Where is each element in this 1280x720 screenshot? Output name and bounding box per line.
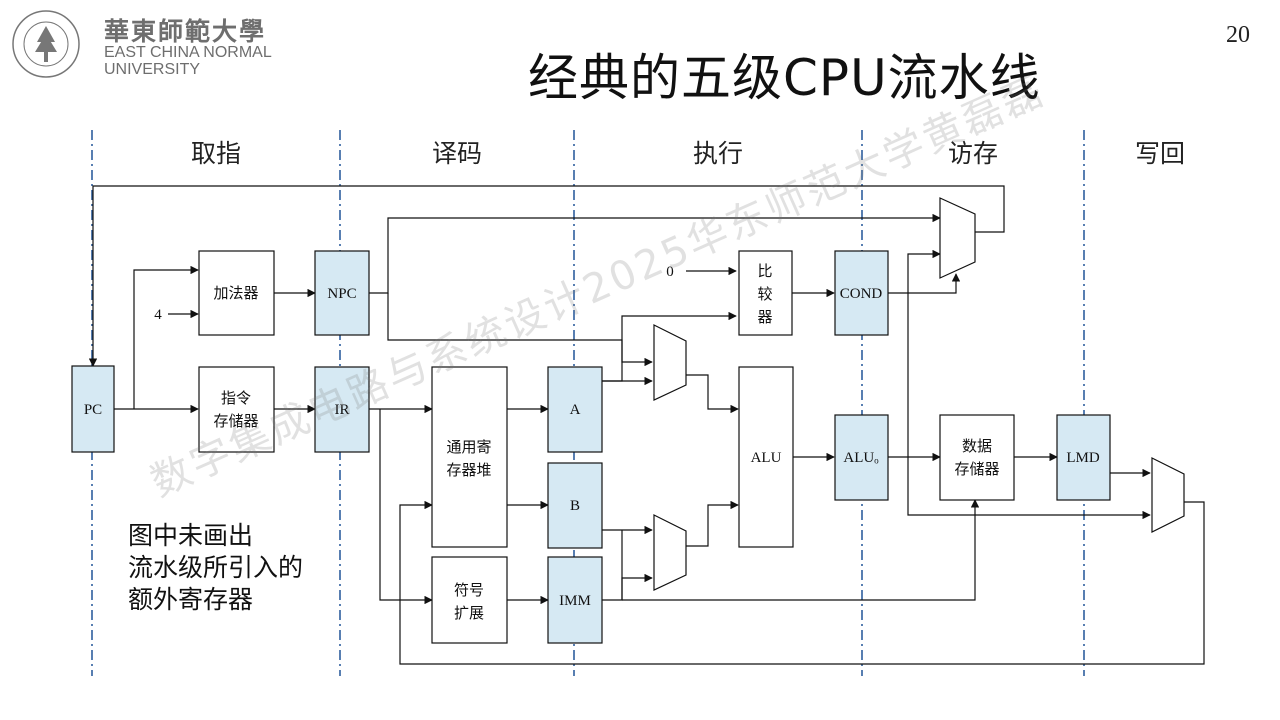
cmp-label-line1: 比 [757, 262, 772, 280]
ir-register [314, 366, 370, 453]
alu-label: ALU [751, 450, 782, 466]
pc-label: PC [84, 402, 102, 418]
note-line: 流水级所引入的 [128, 553, 304, 582]
npc-register [314, 250, 370, 336]
note-line: 额外寄存器 [128, 585, 254, 614]
b-register [547, 462, 603, 549]
lmd-register [1056, 414, 1111, 501]
aluo-label: ALUₒ [843, 450, 879, 466]
university-seal-icon [12, 10, 80, 78]
dmem-label-line1: 数据 [962, 437, 992, 455]
register-file-block [431, 366, 508, 548]
signext-label-line1: 符号 [454, 581, 484, 599]
diagram-note: 图中未画出 流水级所引入的 额外寄存器 [128, 520, 303, 616]
a-label: A [570, 402, 581, 418]
regfile-label-line2: 存器堆 [446, 461, 491, 479]
adder-label: 加法器 [213, 284, 258, 302]
imm-label: IMM [559, 593, 591, 609]
alu-block [738, 366, 794, 548]
alu-input2-mux [653, 514, 687, 591]
cond-label: COND [840, 286, 883, 302]
const-four-label: 4 [154, 307, 162, 323]
instruction-memory-block [198, 366, 275, 453]
sign-extend-block [431, 556, 508, 644]
stage-label-ex: 执行 [693, 139, 743, 168]
slide-title: 经典的五级CPU流水线 [528, 49, 1041, 107]
logo-chinese-name: 華東師範大學 [104, 17, 267, 46]
logo-english-name: EAST CHINA NORMAL UNIVERSITY [104, 44, 272, 78]
stage-label-mem: 访存 [948, 139, 998, 168]
stage-label-if: 取指 [191, 139, 241, 168]
data-memory-block [939, 414, 1015, 501]
const-zero-label: 0 [666, 264, 674, 280]
page-number: 20 [1226, 22, 1250, 48]
alu-input1-mux [653, 324, 687, 401]
a-register [547, 366, 603, 453]
npc-label: NPC [327, 286, 356, 302]
signext-label-line2: 扩展 [454, 604, 484, 622]
imem-label-line1: 指令 [221, 389, 251, 407]
aluo-register [834, 414, 889, 501]
dmem-label-line2: 存储器 [954, 460, 999, 478]
imm-register [547, 556, 603, 644]
stage-label-wb: 写回 [1135, 139, 1185, 168]
comparator-block [738, 250, 793, 336]
adder-block [198, 250, 275, 336]
cmp-label-line3: 器 [757, 308, 772, 326]
imem-label-line2: 存储器 [213, 412, 258, 430]
ir-label: IR [335, 402, 350, 418]
university-logo: 華東師範大學 EAST CHINA NORMAL UNIVERSITY [8, 6, 298, 82]
note-line: 图中未画出 [128, 521, 254, 550]
pc-select-mux [939, 197, 976, 279]
datapath-wires [88, 185, 1205, 665]
writeback-mux [1151, 457, 1185, 533]
pc-register [71, 365, 115, 453]
stage-label-id: 译码 [432, 139, 482, 168]
cond-register [834, 250, 889, 336]
b-label: B [570, 498, 580, 514]
cmp-label-line2: 较 [757, 285, 772, 303]
regfile-label-line1: 通用寄 [446, 438, 491, 456]
lmd-label: LMD [1066, 450, 1100, 466]
